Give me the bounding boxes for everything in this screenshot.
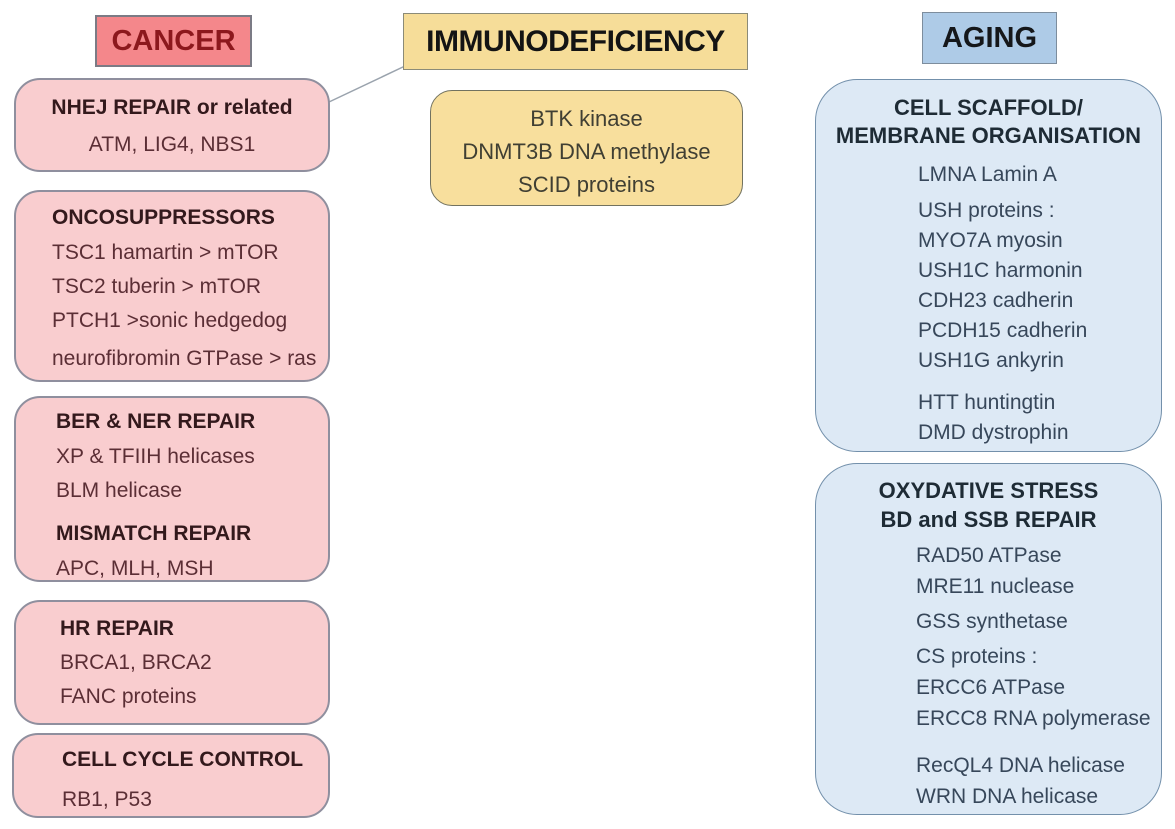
box-line: ERCC8 RNA polymerase [916,707,1151,730]
box-line: CS proteins : [916,645,1038,668]
box-heading: MEMBRANE ORGANISATION [835,123,1142,148]
box-line: TSC2 tuberin > mTOR [52,275,262,298]
box-line: APC, MLH, MSH [56,557,214,580]
box-heading: CELL SCAFFOLD/ [893,95,1084,120]
box-line: RB1, P53 [62,788,152,811]
box-line: USH1G ankyrin [918,349,1064,372]
box-line: RAD50 ATPase [916,544,1062,567]
immunodeficiency-column-header: IMMUNODEFICIENCY [403,13,748,70]
box-line: MYO7A myosin [918,229,1063,252]
box-line: CDH23 cadherin [918,289,1074,312]
box-line: SCID proteins [518,172,655,197]
aging-column-header: AGING [922,12,1057,64]
box-line: HTT huntingtin [918,391,1056,414]
box-line: PTCH1 >sonic hedgedog [52,309,288,332]
box-heading: HR REPAIR [60,617,174,640]
oncosuppressors-box: ONCOSUPPRESSORS TSC1 hamartin > mTOR TSC… [14,190,330,382]
box-line: LMNA Lamin A [918,163,1057,186]
box-heading: OXYDATIVE STRESS [878,478,1099,503]
box-line: FANC proteins [60,685,197,708]
box-line: ATM, LIG4, NBS1 [88,133,256,156]
box-line: USH1C harmonin [918,259,1083,282]
box-line: ERCC6 ATPase [916,676,1065,699]
box-line: neurofibromin GTPase > ras [52,347,317,370]
cell-cycle-control-box: CELL CYCLE CONTROL RB1, P53 [12,733,330,818]
box-line: MRE11 nuclease [916,575,1075,598]
immunodeficiency-proteins-box: BTK kinase DNMT3B DNA methylase SCID pro… [430,90,743,206]
box-line: DMD dystrophin [918,421,1069,444]
ber-ner-mismatch-repair-box: BER & NER REPAIR XP & TFIIH helicases BL… [14,396,330,582]
box-heading: ONCOSUPPRESSORS [52,206,275,229]
box-line: USH proteins : [918,199,1055,222]
box-line: BLM helicase [56,479,183,502]
box-line: BTK kinase [530,106,643,131]
connector-line [328,65,406,103]
box-line: PCDH15 cadherin [918,319,1088,342]
box-heading: MISMATCH REPAIR [56,522,252,545]
hr-repair-box: HR REPAIR BRCA1, BRCA2 FANC proteins [14,600,330,725]
cell-scaffold-membrane-box: CELL SCAFFOLD/ MEMBRANE ORGANISATION LMN… [815,79,1162,452]
box-heading: BD and SSB REPAIR [880,507,1097,532]
box-heading: NHEJ REPAIR or related [51,96,293,119]
box-line: RecQL4 DNA helicase [916,754,1125,777]
box-line: TSC1 hamartin > mTOR [52,241,279,264]
box-heading: BER & NER REPAIR [56,410,256,433]
box-line: DNMT3B DNA methylase [462,139,711,164]
cancer-column-header: CANCER [95,15,252,67]
box-line: GSS synthetase [916,610,1068,633]
box-heading: CELL CYCLE CONTROL [62,748,304,771]
box-line: XP & TFIIH helicases [56,445,255,468]
nhej-repair-box: NHEJ REPAIR or related ATM, LIG4, NBS1 [14,78,330,172]
oxydative-stress-repair-box: OXYDATIVE STRESS BD and SSB REPAIR RAD50… [815,463,1162,815]
box-line: BRCA1, BRCA2 [60,651,212,674]
box-line: WRN DNA helicase [916,785,1099,808]
